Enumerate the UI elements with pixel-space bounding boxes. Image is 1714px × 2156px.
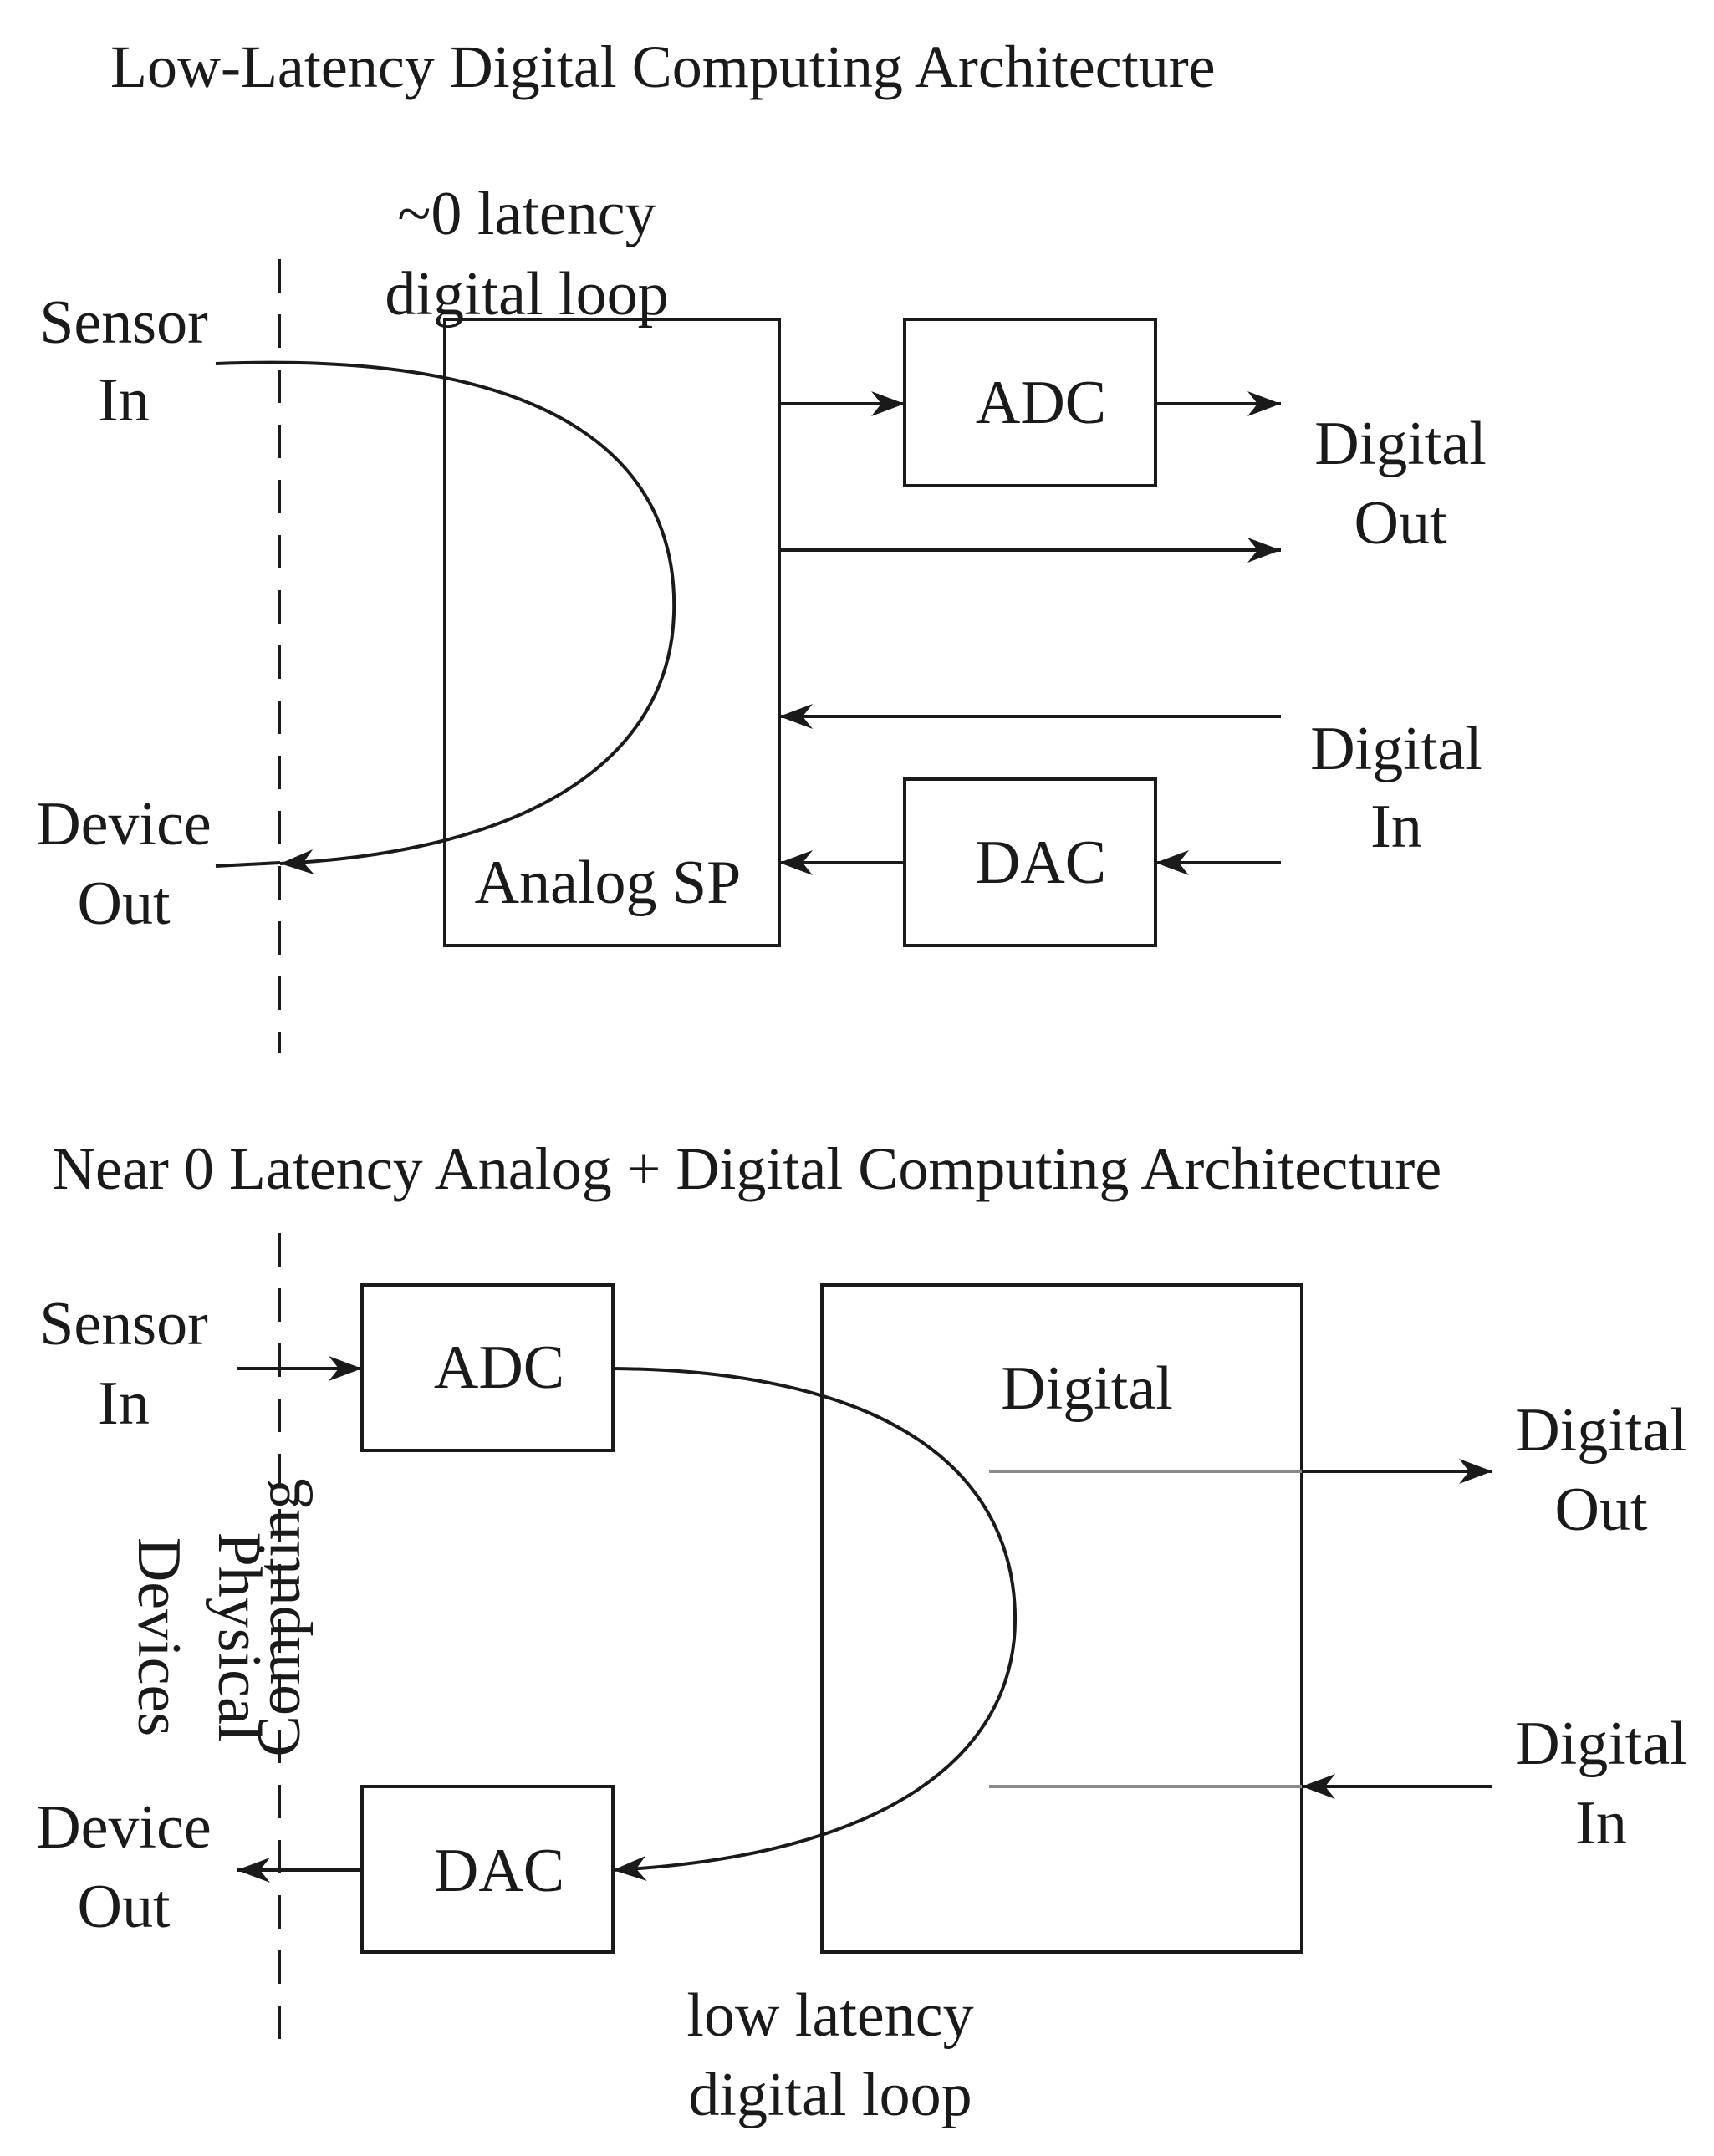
physical-devices-label-line1: Physical	[205, 1532, 273, 1742]
top-device-out-label-line1: Device	[36, 790, 212, 859]
bottom-dac-label: DAC	[434, 1837, 564, 1905]
top-diagram-title: Low-Latency Digital Computing Architectu…	[110, 33, 1216, 100]
top-digital-in-label-line1: Digital	[1310, 715, 1482, 783]
bottom-digital-out-label-line1: Digital	[1515, 1396, 1687, 1465]
top-dac-label: DAC	[976, 828, 1106, 897]
top-sensor-in-label-line2: In	[98, 366, 150, 435]
top-digital-out-label-line1: Digital	[1314, 410, 1487, 478]
top-adc-label: ADC	[976, 369, 1106, 437]
top-loop-label-line2: digital loop	[385, 260, 668, 329]
bottom-sensor-in-label-line2: In	[98, 1369, 150, 1438]
top-zero-latency-loop-curve	[215, 360, 676, 875]
top-digital-in-label-line2: In	[1370, 793, 1422, 861]
bottom-digital-out-label-line2: Out	[1555, 1476, 1648, 1544]
computing-label: Computing	[245, 1478, 314, 1756]
bottom-device-out-label-line2: Out	[78, 1873, 171, 1941]
bottom-digital-in-label-line1: Digital	[1515, 1710, 1687, 1778]
bottom-diagram-title: Near 0 Latency Analog + Digital Computin…	[52, 1135, 1441, 1202]
bottom-digital-in-label-line2: In	[1575, 1789, 1627, 1858]
top-digital-out-label-line2: Out	[1354, 489, 1447, 558]
top-device-out-label-line2: Out	[78, 869, 171, 938]
bottom-adc-label: ADC	[434, 1333, 564, 1402]
top-device-out-stub	[215, 861, 281, 868]
analog-sp-box	[443, 318, 781, 947]
bottom-low-latency-loop-curve	[612, 1367, 1018, 1881]
digital-box-label: Digital	[1001, 1354, 1173, 1423]
digital-box	[820, 1283, 1303, 1954]
top-sensor-in-label-line1: Sensor	[39, 288, 207, 357]
analog-sp-label: Analog SP	[475, 849, 742, 917]
bottom-loop-label-line2: digital loop	[688, 2061, 972, 2129]
bottom-device-out-label-line1: Device	[36, 1793, 212, 1862]
bottom-sensor-in-label-line1: Sensor	[39, 1290, 207, 1358]
bottom-loop-label-line1: low latency	[686, 1981, 973, 2050]
top-loop-label-line1: ~0 latency	[397, 180, 656, 248]
physical-devices-label-line2: Devices	[125, 1537, 193, 1736]
